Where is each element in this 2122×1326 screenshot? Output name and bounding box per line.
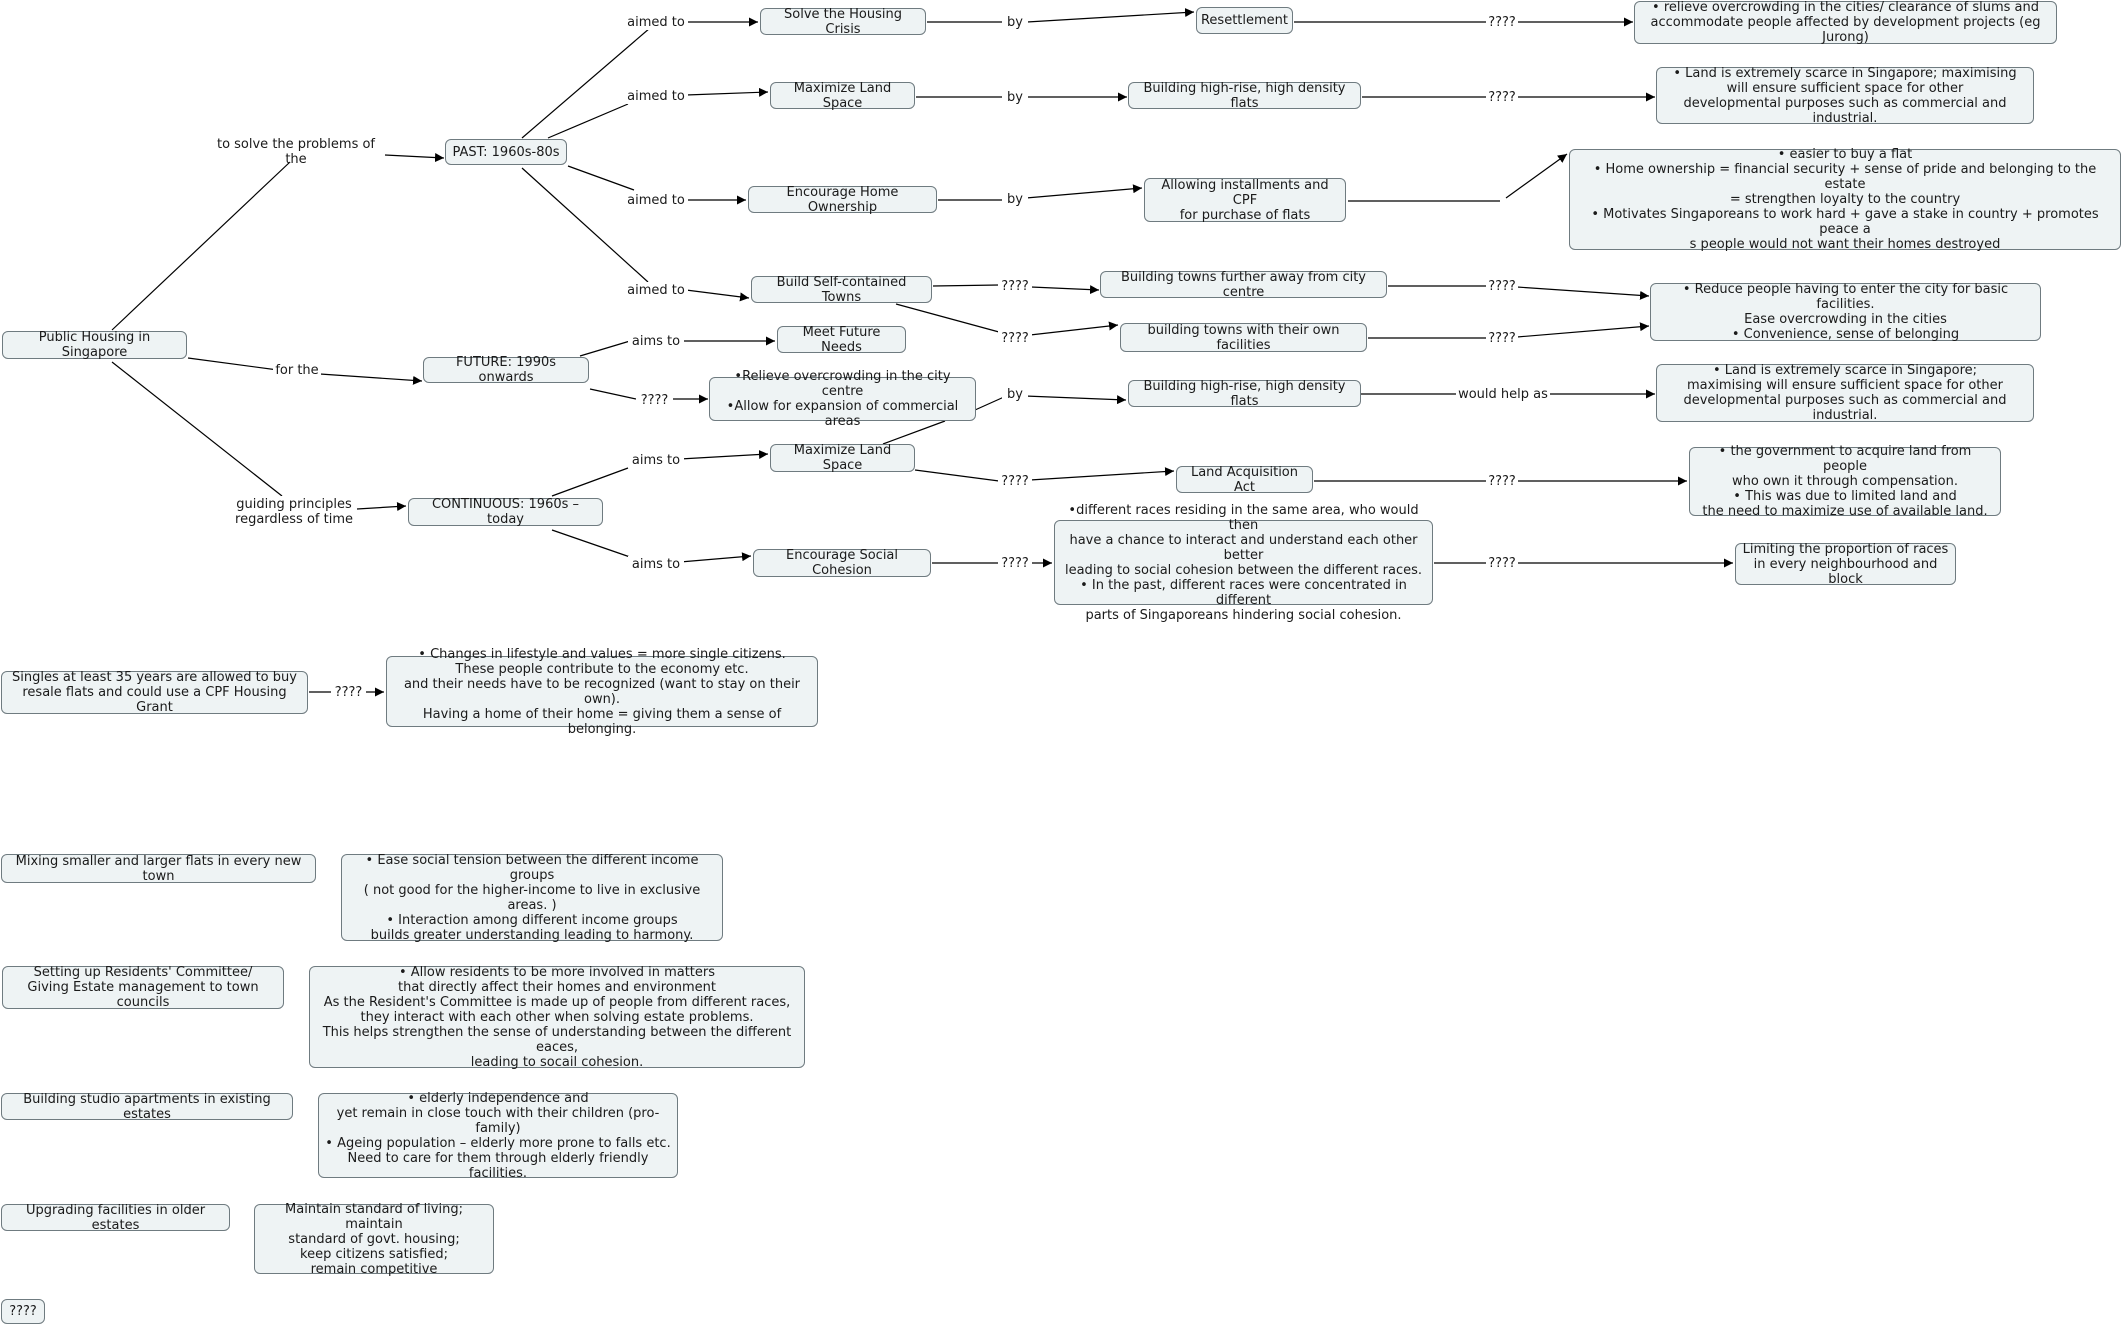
label-q-far-reason: ???? <box>1486 278 1518 294</box>
node-past-1960s-80s[interactable]: PAST: 1960s-80s <box>445 139 567 165</box>
node-towns-away-from-centre[interactable]: Building towns further away from city ce… <box>1100 270 1387 300</box>
node-upgrading-reason[interactable]: Maintain standard of living; maintain st… <box>254 1202 494 1277</box>
node-maximize-land-space-past[interactable]: Maximize Land Space <box>770 81 915 111</box>
label-aims-to-land: aims to <box>628 452 684 468</box>
node-towns-reason[interactable]: • Reduce people having to enter the city… <box>1650 282 2041 342</box>
node-studio-reason[interactable]: • elderly independence and yet remain in… <box>318 1091 678 1181</box>
node-build-self-contained-towns[interactable]: Build Self-contained Towns <box>751 275 932 305</box>
node-installments-cpf[interactable]: Allowing installments and CPF for purcha… <box>1144 178 1346 223</box>
node-meet-future-needs[interactable]: Meet Future Needs <box>777 325 906 355</box>
label-q-relieve: ???? <box>636 392 673 408</box>
node-mixing-reason[interactable]: • Ease social tension between the differ… <box>341 853 723 943</box>
node-resettlement[interactable]: Resettlement <box>1196 7 1293 34</box>
label-would-help-as: would help as <box>1456 386 1550 402</box>
label-q-resettlement: ???? <box>1486 14 1518 30</box>
node-unknown[interactable]: ???? <box>1 1299 45 1324</box>
node-upgrading-facilities[interactable]: Upgrading facilities in older estates <box>1 1203 230 1233</box>
node-singles-resale-flats[interactable]: Singles at least 35 years are allowed to… <box>1 670 308 715</box>
node-home-ownership-reason[interactable]: • easier to buy a flat • Home ownership … <box>1569 147 2121 252</box>
node-resettlement-reason[interactable]: • relieve overcrowding in the cities/ cl… <box>1634 0 2057 45</box>
label-q-highrise-past: ???? <box>1486 89 1518 105</box>
node-future-1990s-onwards[interactable]: FUTURE: 1990s onwards <box>423 355 589 385</box>
node-relieve-overcrowding[interactable]: •Relieve overcrowding in the city centre… <box>709 369 976 429</box>
label-by-resettlement: by <box>1002 14 1028 30</box>
label-q-singles: ???? <box>331 684 366 700</box>
node-towns-own-facilities[interactable]: building towns with their own facilities <box>1120 323 1367 353</box>
label-aimed-to-housing: aimed to <box>624 14 688 30</box>
label-q-races: ???? <box>1486 555 1518 571</box>
node-solve-housing-crisis[interactable]: Solve the Housing Crisis <box>760 7 926 37</box>
node-maximize-land-space-continuous[interactable]: Maximize Land Space <box>770 443 915 473</box>
node-land-acquisition-act[interactable]: Land Acquisition Act <box>1176 465 1313 495</box>
node-highrise-future-reason[interactable]: • Land is extremely scarce in Singapore;… <box>1656 363 2034 423</box>
node-races-reason[interactable]: •different races residing in the same ar… <box>1054 503 1433 623</box>
label-by-highrise-past: by <box>1002 89 1028 105</box>
label-q-towns-facilities: ???? <box>998 330 1032 346</box>
label-aims-to-future: aims to <box>628 333 684 349</box>
label-q-land-act: ???? <box>998 473 1032 489</box>
label-by-installments: by <box>1002 191 1028 207</box>
label-aimed-to-land: aimed to <box>624 88 688 104</box>
node-encourage-home-ownership[interactable]: Encourage Home Ownership <box>748 185 937 215</box>
label-aims-to-social: aims to <box>628 556 684 572</box>
label-q-social: ???? <box>998 555 1032 571</box>
label-aimed-to-towns: aimed to <box>624 282 688 298</box>
node-mixing-flats[interactable]: Mixing smaller and larger flats in every… <box>1 854 316 884</box>
node-highrise-flats-future[interactable]: Building high-rise, high density flats <box>1128 379 1361 409</box>
node-land-act-reason[interactable]: • the government to acquire land from pe… <box>1689 444 2001 519</box>
label-q-land-reason: ???? <box>1486 473 1518 489</box>
node-highrise-flats-past[interactable]: Building high-rise, high density flats <box>1128 81 1361 111</box>
node-residents-committee[interactable]: Setting up Residents' Committee/ Giving … <box>2 965 284 1010</box>
node-highrise-past-reason[interactable]: • Land is extremely scarce in Singapore;… <box>1656 66 2034 126</box>
label-q-facilities-reason: ???? <box>1486 330 1518 346</box>
label-to-solve-problems: to solve the problems of the <box>208 137 384 167</box>
label-q-towns-far: ???? <box>998 278 1032 294</box>
label-aimed-to-ownership: aimed to <box>624 192 688 208</box>
node-studio-apartments[interactable]: Building studio apartments in existing e… <box>1 1092 293 1122</box>
label-by-highrise-future: by <box>1002 386 1028 402</box>
node-limit-races-proportion[interactable]: Limiting the proportion of races in ever… <box>1735 542 1956 587</box>
label-guiding-principles: guiding principles regardless of time <box>232 496 356 528</box>
node-residents-committee-reason[interactable]: • Allow residents to be more involved in… <box>309 965 805 1070</box>
node-singles-reason[interactable]: • Changes in lifestyle and values = more… <box>386 647 818 737</box>
node-continuous-1960s-today[interactable]: CONTINUOUS: 1960s – today <box>408 497 603 527</box>
label-for-the: for the <box>273 362 321 378</box>
node-encourage-social-cohesion[interactable]: Encourage Social Cohesion <box>753 548 931 578</box>
node-public-housing-singapore[interactable]: Public Housing in Singapore <box>2 330 187 360</box>
